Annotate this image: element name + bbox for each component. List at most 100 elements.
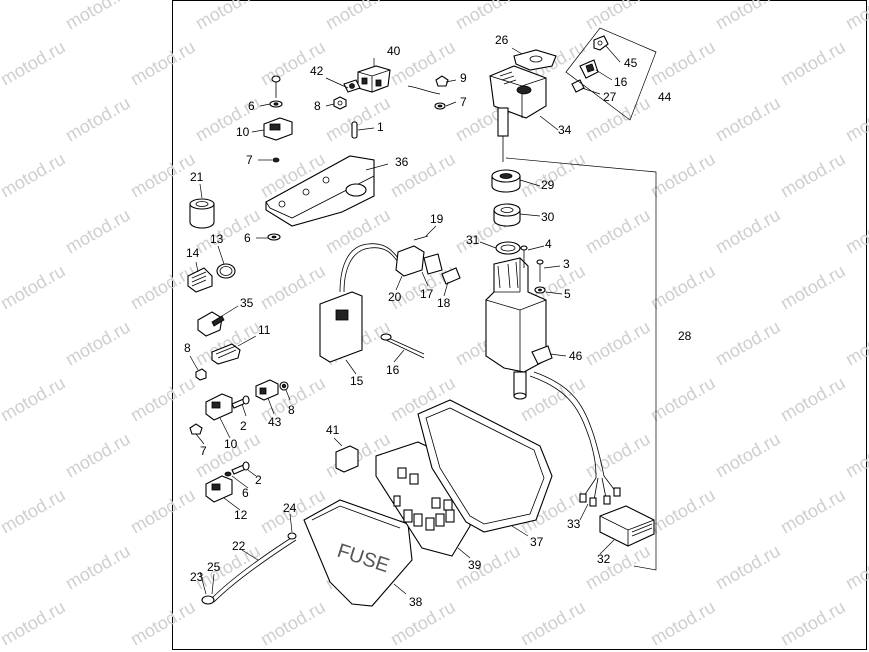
callout-1: 1 [377,120,384,134]
watermark-text: motod.ru [842,317,869,370]
callout-21: 21 [190,170,204,184]
watermark-text: motod.ru [0,429,4,482]
part-31-spring [495,241,521,255]
part-21-grommet [189,198,215,229]
watermark-text: motod.ru [582,0,654,33]
callout-2: 2 [240,419,247,433]
watermark-text: motod.ru [0,373,69,426]
part-30-bushing [493,203,521,227]
callout-30: 30 [541,210,555,224]
part-5-washer [534,286,546,294]
part-19-pin [413,235,429,241]
callout-45: 45 [624,56,638,70]
callout-14: 14 [186,246,200,260]
watermark-text: motod.ru [387,597,459,650]
watermark-text: motod.ru [0,261,69,314]
part-27-key-blade [571,79,585,93]
callout-25: 25 [207,560,221,574]
part-15-switch-harness [319,243,443,363]
watermark-text: motod.ru [842,541,869,594]
watermark-text: motod.ru [582,541,654,594]
watermark-text: motod.ru [0,149,69,202]
watermark-text: motod.ru [257,261,329,314]
watermark-text: motod.ru [127,597,199,650]
callout-7: 7 [246,153,253,167]
callout-10: 10 [236,125,250,139]
callout-32: 32 [597,552,611,566]
callout-22: 22 [232,539,246,553]
callout-16: 16 [614,75,628,89]
callout-8: 8 [314,99,321,113]
watermark-text: motod.ru [712,0,784,33]
watermark-text: motod.ru [647,37,719,90]
watermark-text: motod.ru [647,261,719,314]
watermark-text: motod.ru [842,93,869,146]
callout-12: 12 [234,508,248,522]
watermark-text: motod.ru [0,485,69,538]
part-28-ignition-body [485,257,547,400]
watermark-text: motod.ru [582,317,654,370]
callout-2: 2 [255,473,262,487]
callout-20: 20 [388,290,402,304]
group-28-bracket [505,157,657,571]
watermark-text: motod.ru [712,317,784,370]
part-11-sensor [211,343,241,365]
watermark-text: motod.ru [517,149,589,202]
part-2-screw-lower [224,461,250,477]
callout-8: 8 [288,403,295,417]
part-10-bracket-lower [205,393,233,421]
callout-4: 4 [545,237,552,251]
callout-13: 13 [210,232,224,246]
part-16-key [579,59,599,79]
watermark-text: motod.ru [62,429,134,482]
callout-7: 7 [200,444,207,458]
callout-42: 42 [310,64,324,78]
watermark-text: motod.ru [192,541,264,594]
part-22-ground-strap [201,532,297,605]
part-8-nut-left [195,368,207,381]
callout-16: 16 [386,363,400,377]
part-26-gasket [513,49,557,71]
watermark-text: motod.ru [0,205,4,258]
watermark-text: motod.ru [712,205,784,258]
part-16-cable-tie [380,333,425,359]
part-8-nut-top [333,96,347,110]
part-14-switch [187,267,213,293]
part-4-screw [520,245,528,268]
callout-28: 28 [678,329,692,343]
watermark-text: motod.ru [582,205,654,258]
part-32-connector [599,505,655,547]
part-37-tray [417,399,553,533]
callout-24: 24 [283,501,297,515]
callout-17: 17 [420,287,434,301]
callout-29: 29 [541,178,555,192]
callout-11: 11 [258,323,271,337]
callout-44: 44 [658,90,672,104]
callout-5: 5 [564,287,571,301]
watermark-text: motod.ru [712,93,784,146]
watermark-text: motod.ru [777,261,849,314]
part-13-o-ring [216,263,236,279]
watermark-text: motod.ru [517,597,589,650]
watermark-text: motod.ru [777,597,849,650]
part-35-sensor [197,311,225,337]
part-7-washer-mid [272,157,280,163]
part-8-nut-mid [279,381,289,391]
watermark-text: motod.ru [127,37,199,90]
watermark-text: motod.ru [647,485,719,538]
watermark-text: motod.ru [777,37,849,90]
part-6-screw-top [269,75,283,108]
watermark-text: motod.ru [842,429,869,482]
watermark-text: motod.ru [322,0,394,33]
part-40-relay [357,65,391,93]
watermark-text: motod.ru [712,429,784,482]
part-29-bushing [491,169,521,193]
part-6-washer-lower [267,233,281,241]
part-9-cap [407,75,449,95]
watermark-text: motod.ru [0,0,4,33]
callout-6: 6 [248,99,255,113]
callout-19: 19 [430,212,444,226]
part-46-clamp [531,345,553,365]
